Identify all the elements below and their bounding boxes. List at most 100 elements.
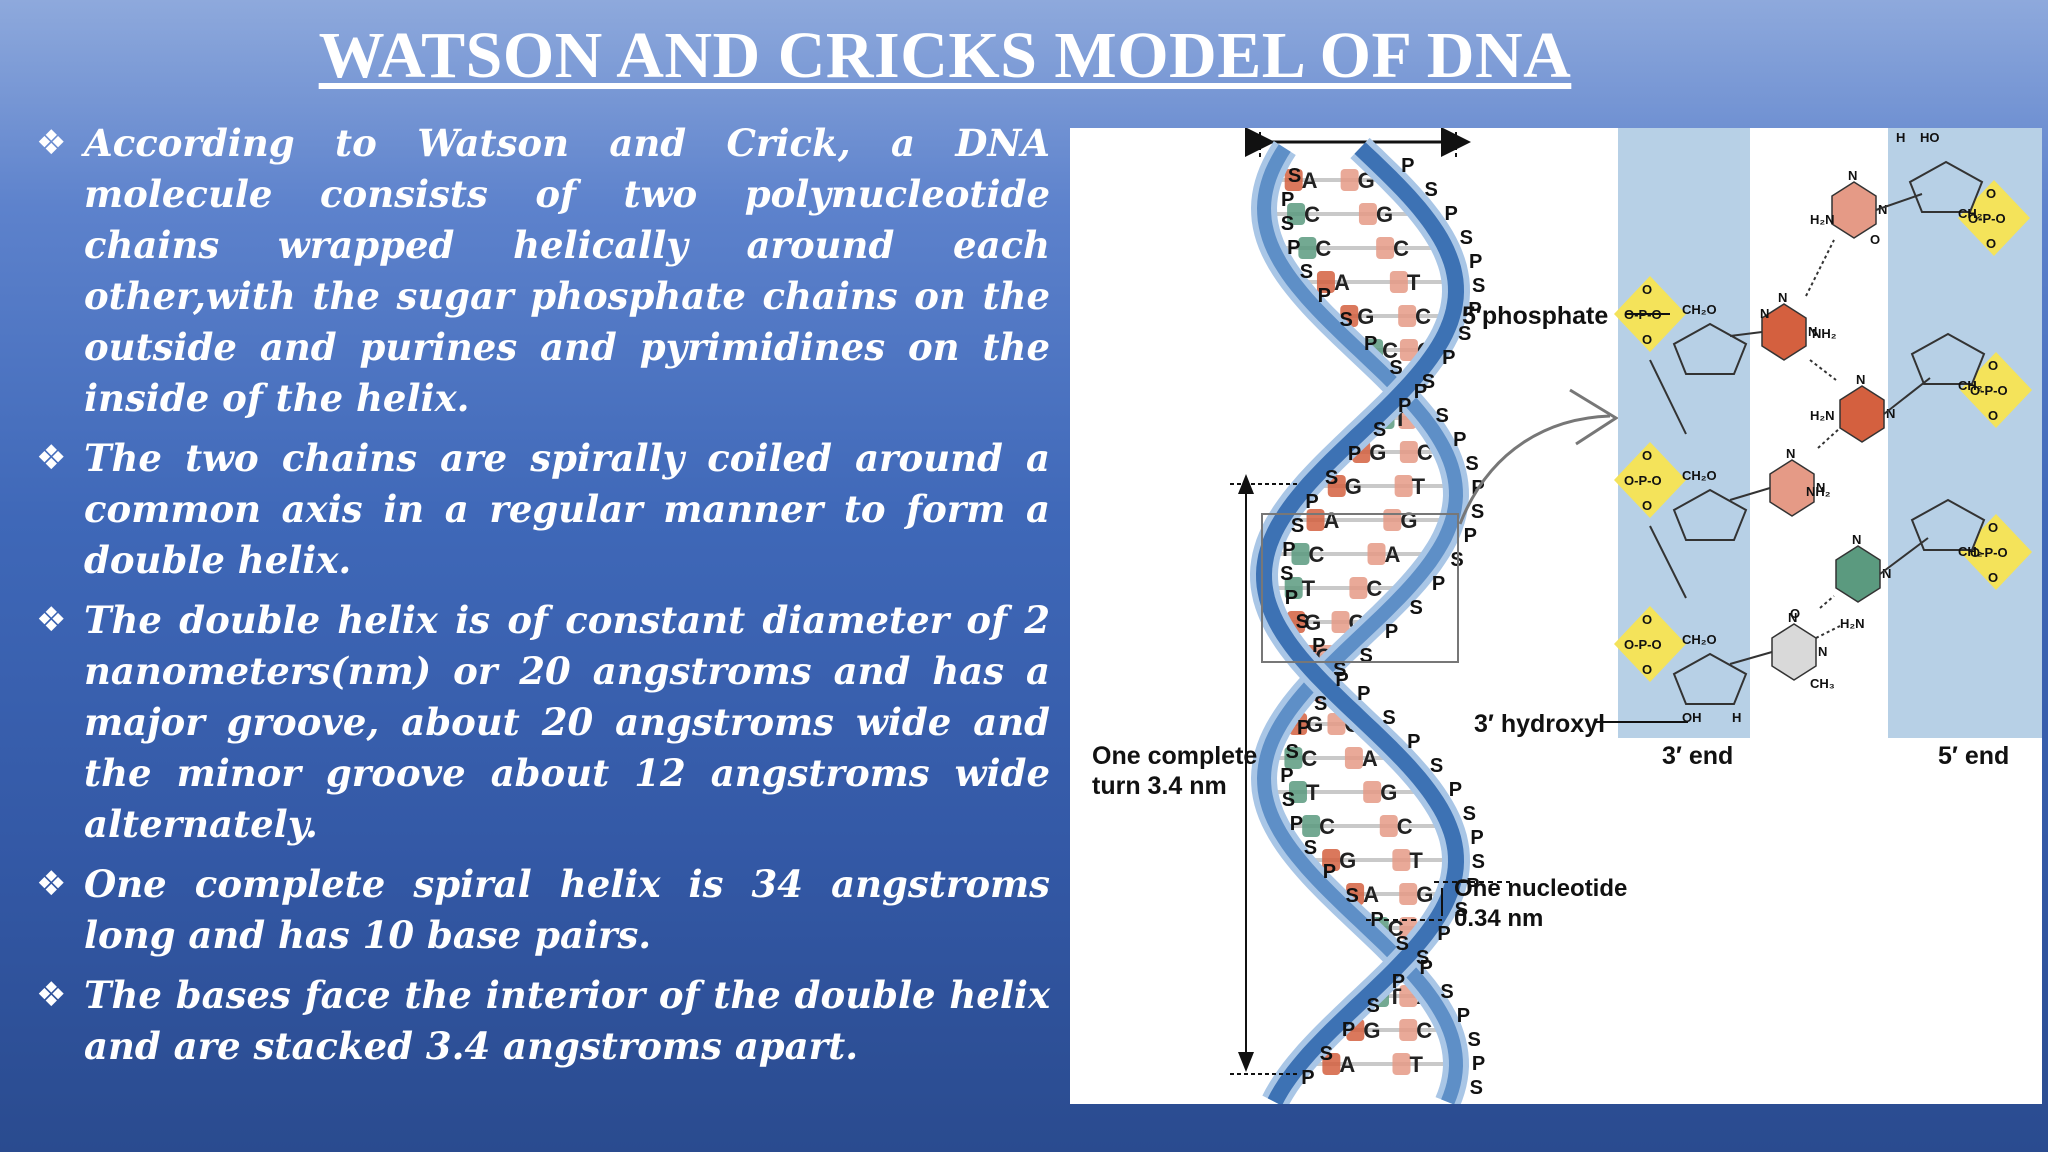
bullet-item: ❖One complete spiral helix is 34 angstro… (36, 859, 1050, 961)
nitrogen-base-ring (1835, 545, 1881, 603)
glycosidic-bond (1875, 193, 1923, 211)
glycosidic-bond (1729, 331, 1763, 337)
base-block (1298, 237, 1317, 259)
backbone-letter: S (1345, 885, 1358, 907)
atom-label: O (1870, 232, 1880, 247)
diamond-bullet-icon: ❖ (36, 600, 67, 640)
atom-label: O-P-O (1968, 211, 2006, 226)
nitrogen-base-ring (1831, 181, 1877, 239)
backbone-letter: S (1430, 755, 1443, 777)
base-letter: C (1308, 542, 1324, 567)
backbone-letter: S (1314, 693, 1327, 715)
base-letter: G (1363, 1018, 1380, 1043)
atom-label: H₂N (1840, 616, 1865, 631)
base-letter: C (1416, 1018, 1432, 1043)
backbone-letter: P (1285, 587, 1298, 609)
backbone-letter: P (1342, 1019, 1355, 1041)
backbone-letter: S (1373, 419, 1386, 441)
backbone-letter: S (1304, 837, 1317, 859)
base-block (1399, 1019, 1418, 1041)
zoom-box (1261, 513, 1459, 663)
backbone-letter: S (1389, 357, 1402, 379)
atom-label: O (1790, 606, 1800, 621)
bullet-item: ❖ The two chains are spirally coiled arou… (36, 433, 1050, 586)
backbone-letter: S (1463, 803, 1476, 825)
base-block (1316, 271, 1335, 293)
hydrogen-bond (1815, 625, 1841, 639)
backbone-letter: P (1297, 717, 1310, 739)
nucleotide-label-line-2: 0.34 nm (1454, 905, 1543, 932)
backbone-strand-front-core (1255, 142, 1465, 1104)
backbone-bond (1649, 359, 1687, 435)
atom-label: O (1642, 612, 1652, 627)
atom-label: O (1988, 358, 1998, 373)
nitrogen-base-ring (1771, 623, 1817, 681)
diamond-bullet-icon: ❖ (36, 975, 67, 1015)
base-letter: A (1324, 508, 1340, 533)
hydrogen-bond (1809, 359, 1837, 381)
backbone-letter: P (1392, 971, 1405, 993)
atom-label: N (1760, 306, 1769, 321)
backbone-letter: S (1382, 707, 1395, 729)
atom-label: CH₂O (1682, 632, 1717, 647)
base-block (1302, 815, 1321, 837)
diamond-bullet-icon: ❖ (36, 438, 67, 478)
backbone-letter: S (1280, 563, 1293, 585)
backbone-letter: S (1416, 947, 1429, 969)
backbone-letter: P (1301, 1067, 1314, 1089)
base-block (1398, 305, 1417, 327)
base-block (1399, 441, 1418, 463)
backbone-letter: S (1300, 261, 1313, 283)
base-letter: G (1304, 610, 1321, 635)
atom-label: O (1642, 282, 1652, 297)
base-letter: G (1416, 882, 1433, 907)
base-letter: C (1301, 746, 1317, 771)
backbone-letter: S (1396, 933, 1409, 955)
sugar-ring (1910, 332, 1986, 385)
atom-label: N (1852, 532, 1861, 547)
backbone-letter: S (1282, 789, 1295, 811)
base-block (1383, 509, 1402, 531)
backbone-letter: P (1281, 189, 1294, 211)
base-block (1376, 237, 1395, 259)
base-letter: T (1306, 780, 1320, 805)
atom-label: O (1642, 448, 1652, 463)
backbone-letter: P (1280, 765, 1293, 787)
atom-label: N (1856, 372, 1865, 387)
backbone-letter: P (1348, 443, 1361, 465)
backbone-letter: P (1469, 251, 1482, 273)
diamond-bullet-icon: ❖ (36, 123, 67, 163)
bullet-text: One complete spiral helix is 34 angstrom… (84, 862, 1050, 957)
backbone-letter: P (1385, 621, 1398, 643)
atom-label: NH₂ (1806, 484, 1831, 499)
atom-label: N (1886, 406, 1895, 421)
nitrogen-base-ring (1839, 385, 1885, 443)
atom-label: N (1808, 324, 1817, 339)
backbone-letter: P (1444, 203, 1457, 225)
backbone-letter: P (1282, 539, 1295, 561)
base-letter: G (1376, 202, 1393, 227)
backbone-letter: P (1312, 635, 1325, 657)
base-block (1358, 203, 1377, 225)
base-letter: A (1385, 542, 1401, 567)
phosphate-group (1614, 442, 1686, 518)
atom-label: O (1988, 570, 1998, 585)
bullet-text: The two chains are spirally coiled aroun… (84, 436, 1050, 582)
backbone-letter: S (1440, 981, 1453, 1003)
base-block (1284, 169, 1303, 191)
backbone-letter: S (1291, 515, 1304, 537)
atom-label: CH₂ (1958, 378, 1983, 393)
base-letter: A (1334, 270, 1350, 295)
atom-label: N (1778, 290, 1787, 305)
atom-label: H (1732, 710, 1741, 725)
backbone-letter: P (1335, 669, 1348, 691)
hydrogen-bond (1805, 239, 1835, 297)
base-letter: G (1306, 712, 1323, 737)
atom-label: CH₃ (1810, 676, 1835, 691)
backbone-letter: S (1460, 227, 1473, 249)
bullet-item: ❖The double helix is of constant diamete… (36, 595, 1050, 850)
base-letter: A (1363, 882, 1379, 907)
backbone-letter: S (1333, 659, 1346, 681)
backbone-letter: S (1472, 275, 1485, 297)
backbone-letter: P (1305, 491, 1318, 513)
